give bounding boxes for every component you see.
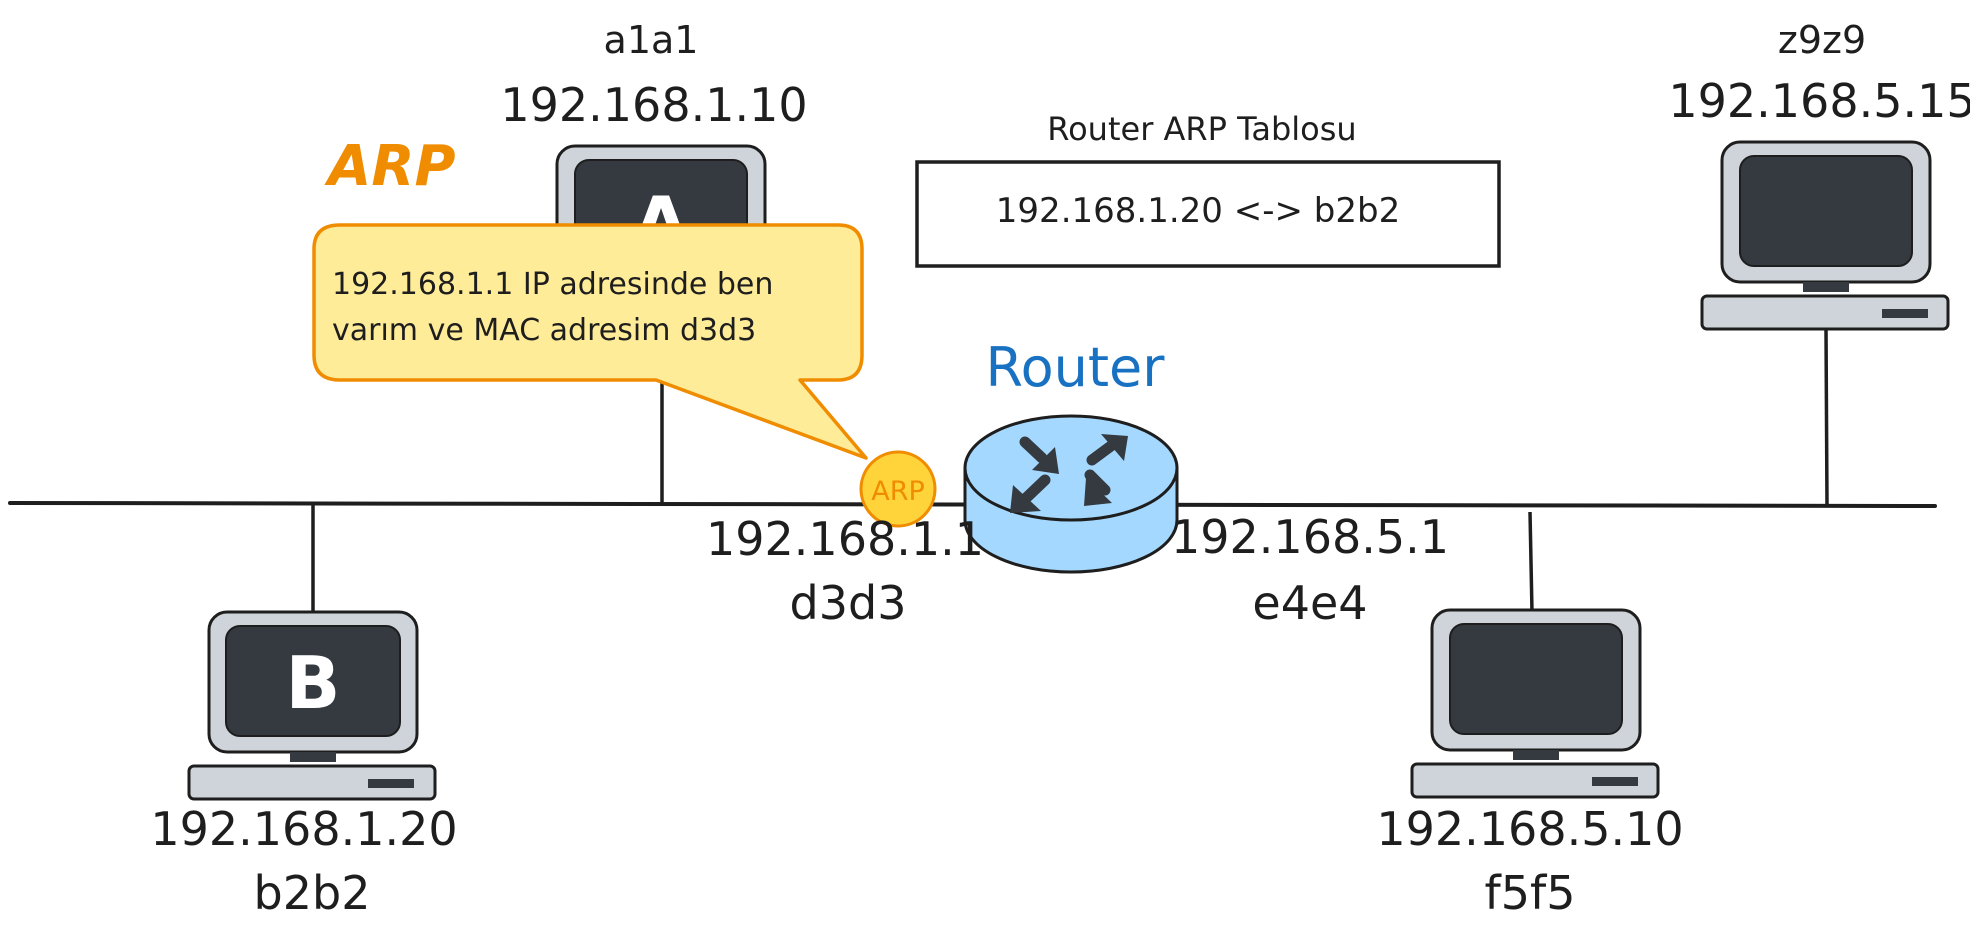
router-right-mac: e4e4 bbox=[1252, 576, 1368, 630]
arp-message-text: 192.168.1.1 IP adresinde ben varım ve MA… bbox=[332, 267, 774, 348]
arp-badge-circle bbox=[859, 450, 937, 528]
computer-b-letter: B bbox=[286, 641, 341, 725]
host-f-mac: f5f5 bbox=[1484, 866, 1576, 920]
arp-message-title: ARP bbox=[328, 134, 456, 199]
host-a-ip: 192.168.1.10 bbox=[500, 78, 808, 132]
arp-table-box bbox=[915, 160, 1501, 268]
computer-z bbox=[1700, 140, 1950, 331]
computer-b: B bbox=[187, 610, 437, 801]
arp-table-title: Router ARP Tablosu bbox=[1047, 110, 1357, 148]
host-b-mac: b2b2 bbox=[253, 866, 371, 920]
router-icon bbox=[963, 414, 1179, 574]
arp-table-entry: 192.168.1.20 <-> b2b2 bbox=[995, 191, 1401, 231]
arp-speech-bubble bbox=[312, 223, 868, 460]
host-z-mac: z9z9 bbox=[1777, 18, 1867, 62]
router-title: Router bbox=[985, 336, 1165, 399]
router-right-ip: 192.168.5.1 bbox=[1171, 510, 1449, 564]
drop-line-f bbox=[1528, 511, 1534, 613]
host-f-ip: 192.168.5.10 bbox=[1376, 802, 1684, 856]
computer-f bbox=[1410, 608, 1660, 799]
arp-badge-label: ARP bbox=[871, 476, 925, 507]
host-b-ip: 192.168.1.20 bbox=[150, 802, 458, 856]
host-z-ip: 192.168.5.15 bbox=[1668, 74, 1970, 128]
drop-line-z bbox=[1824, 329, 1829, 506]
router-left-mac: d3d3 bbox=[789, 576, 907, 630]
host-a-mac: a1a1 bbox=[603, 18, 699, 62]
router-left-ip: 192.168.1.1 bbox=[706, 512, 984, 566]
